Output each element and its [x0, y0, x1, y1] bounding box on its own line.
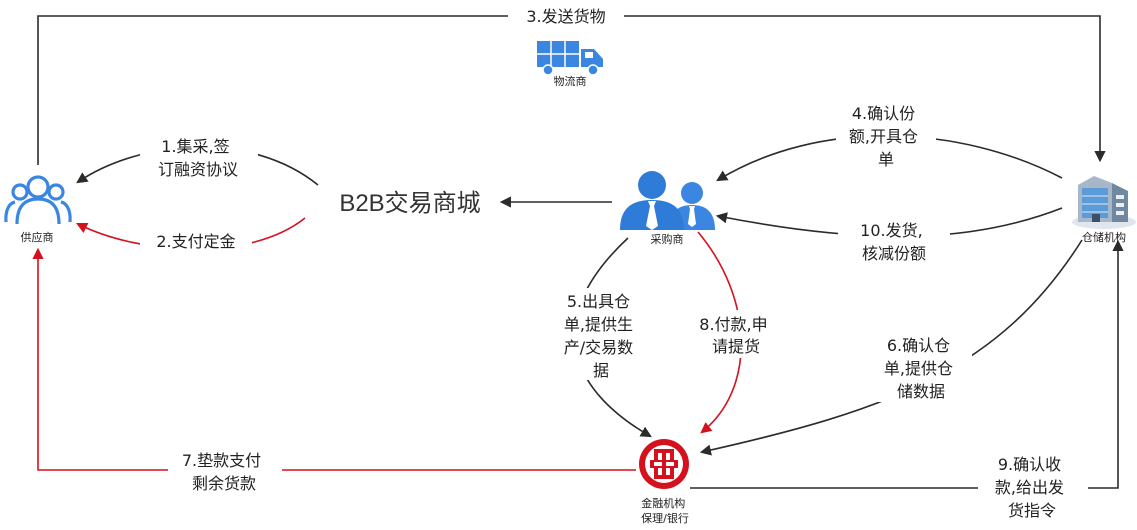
edge-7-label-bg [168, 446, 282, 496]
edge-4-label: 4.确认份 额,开具仓 单 [849, 104, 923, 169]
bank-label: 金融机构 保理/银行 [641, 496, 689, 525]
node-warehouse: 仓储机构 [1072, 176, 1136, 244]
edge-9-confirm-receipt: 9.确认收 款,给出发 货指令 [690, 239, 1124, 524]
edge-10-ship-reduce-quota: 10.发货, 核减份额 [715, 207, 1063, 267]
edge-1-sign-agreement: 1.集采,签 订融资协议 [76, 132, 319, 186]
edge-9-label: 9.确认收 款,给出发 货指令 [995, 455, 1069, 520]
truck-icon [537, 41, 603, 76]
users-icon [4, 175, 72, 225]
edge-8-label-bg [690, 310, 782, 358]
node-purchaser: 采购商 [620, 171, 715, 246]
edge-2-label-bg [140, 229, 252, 253]
b2b-mall-label: B2B交易商城 [339, 190, 480, 217]
edge-5-label-bg [552, 288, 652, 380]
edge-5-issue-receipt: 5.出具仓 单,提供生 产/交易数 据 [552, 237, 652, 438]
edge-8-pay-request-pickup: 8.付款,申 请提货 [690, 231, 782, 434]
edge-1-label-bg [140, 132, 258, 182]
warehouse-label: 仓储机构 [1082, 230, 1126, 244]
edge-7-advance-payment: 7.垫款支付 剩余货款 [32, 247, 636, 496]
edge-9-label-bg [978, 452, 1088, 524]
node-b2b-mall: B2B交易商城 [339, 190, 480, 217]
business-people-icon [620, 171, 715, 230]
edge-7-line [32, 247, 636, 471]
edge-3-ship-goods: 3.发送货物 [37, 5, 1106, 165]
edge-4-label-bg [836, 103, 936, 171]
edge-8-label: 8.付款,申 请提货 [699, 315, 772, 356]
edge-10-label: 10.发货, 核减份额 [860, 221, 928, 263]
logistics-label: 物流商 [554, 74, 587, 88]
edge-3-label: 3.发送货物 [526, 7, 605, 26]
edge-4-confirm-quota: 4.确认份 额,开具仓 单 [716, 103, 1063, 182]
edge-6-confirm-storage-data: 6.确认仓 单,提供仓 储数据 [699, 239, 1083, 456]
edge-2-label: 2.支付定金 [156, 232, 235, 251]
edge-10-label-bg [838, 217, 950, 267]
node-bank: 金融机构 保理/银行 [639, 439, 689, 525]
icbc-bank-icon [639, 439, 689, 489]
edge-9-line [690, 239, 1124, 489]
purchaser-label: 采购商 [651, 232, 684, 246]
edge-5-label: 5.出具仓 单,提供生 产/交易数 据 [564, 292, 639, 380]
edge-7-label: 7.垫款支付 剩余货款 [182, 451, 266, 493]
node-supplier: 供应商 [4, 175, 72, 244]
edge-1-label: 1.集采,签 订融资协议 [158, 137, 238, 179]
edge-6-label-bg [872, 330, 972, 402]
building-icon [1072, 176, 1136, 229]
edge-3-label-bg [508, 5, 624, 27]
supplier-label: 供应商 [21, 230, 54, 244]
edge-2-pay-deposit: 2.支付定金 [75, 217, 306, 253]
edge-6-label: 6.确认仓 单,提供仓 储数据 [884, 336, 958, 401]
node-logistics: 物流商 [537, 41, 603, 88]
